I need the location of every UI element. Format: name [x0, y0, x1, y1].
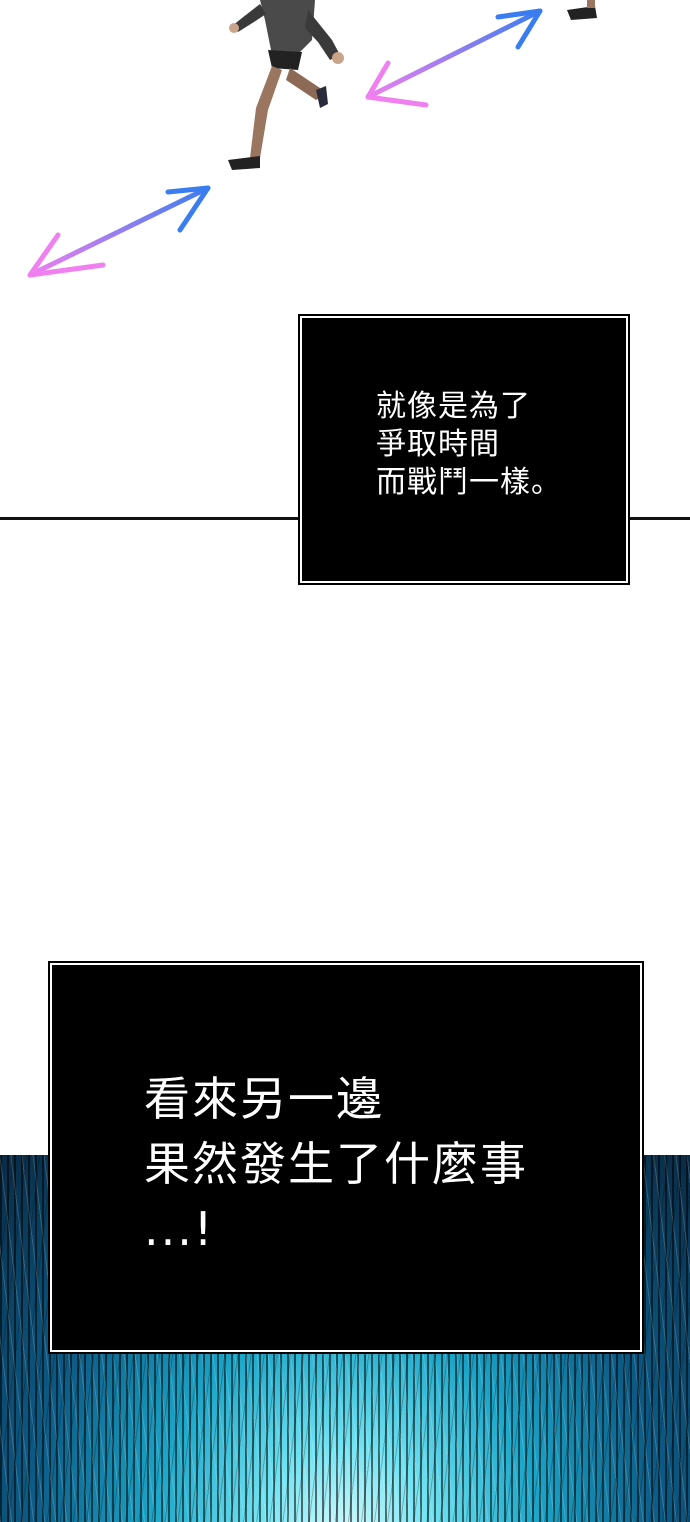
caption-1-line-1: 就像是為了 — [376, 389, 531, 424]
caption-2-line-3: ...! — [144, 1202, 215, 1256]
caption-box-2: 看來另一邊 果然發生了什麼事 ...! — [54, 967, 638, 1348]
double-arrow-lower-icon — [27, 185, 211, 278]
double-arrow-upper-icon — [365, 8, 543, 108]
caption-2-line-2: 果然發生了什麼事 — [144, 1137, 528, 1191]
caption-1-line-2: 爭取時間 — [376, 427, 500, 462]
caption-1-line-3: 而戰鬥一樣。 — [376, 465, 562, 500]
caption-2-line-1: 看來另一邊 — [144, 1072, 384, 1126]
shoe-fragment-illustration — [567, 0, 597, 20]
running-figure-illustration — [228, 0, 344, 170]
caption-box-1: 就像是為了 爭取時間 而戰鬥一樣。 — [304, 320, 624, 579]
